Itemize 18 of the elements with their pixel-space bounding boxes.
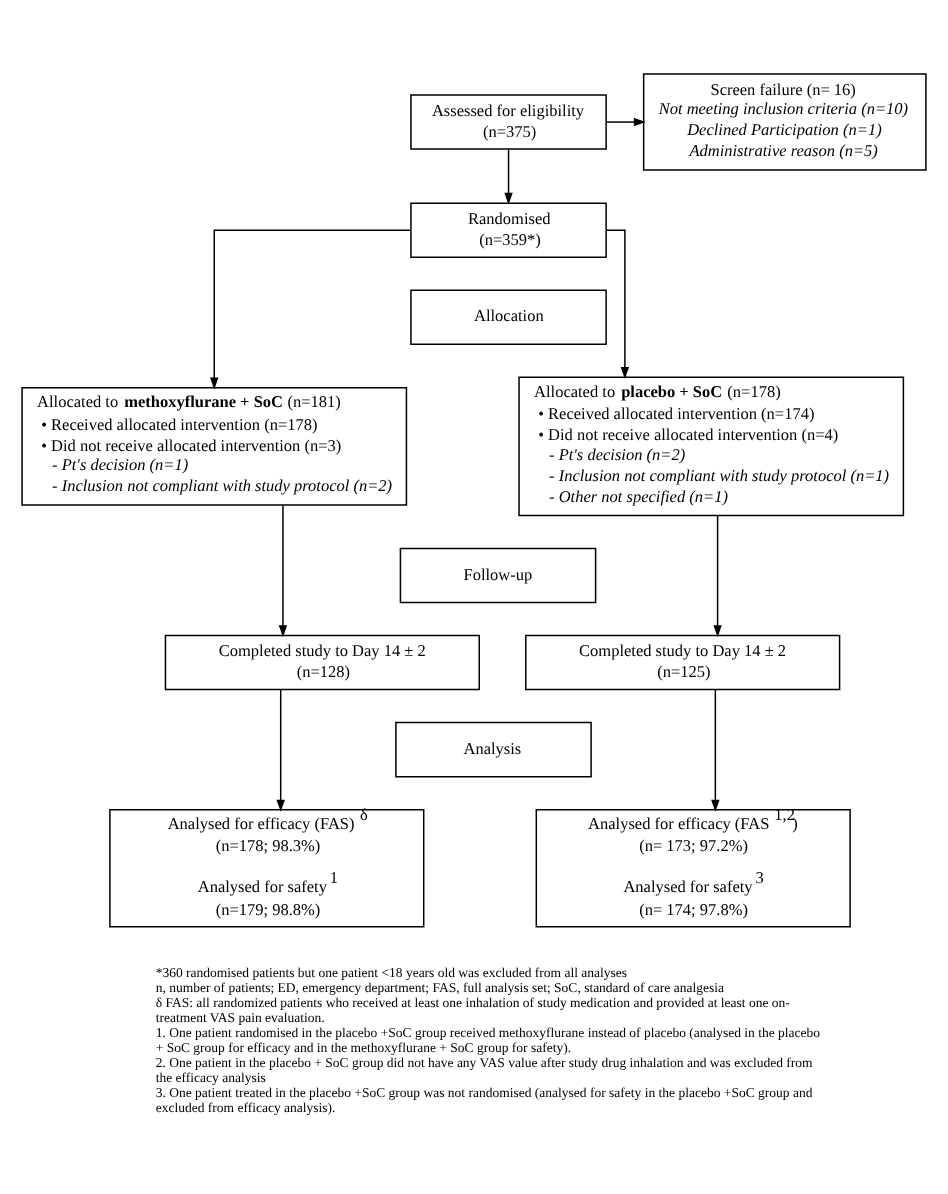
arrow [276, 688, 285, 811]
node-box: Analysis [395, 720, 592, 777]
node-box: Allocated to placebo + SoC (n=178) • Received allocated intervention (n=174) • Did not receive allocated intervention (n=4) - Pt's decision (n=2) - Inclusion not compliant with study protocol (n=1) - Other not specified (n=1) [518, 375, 905, 516]
arrow [605, 228, 630, 378]
arrow [504, 147, 513, 204]
node-box: Randomised (n=359*) [410, 201, 607, 257]
arrow [711, 688, 720, 811]
arrow [278, 503, 288, 637]
node-box: Allocation [410, 288, 607, 344]
node-box: Completed study to Day 14 ± 2 (n=128) [164, 633, 480, 690]
arrow [605, 116, 646, 126]
arrow [713, 514, 722, 637]
node-box: Follow-up [399, 546, 597, 603]
arrow [210, 228, 412, 389]
node-box: Completed study to Day 14 ± 2 (n=125) [525, 633, 841, 690]
node-box: Screen failure (n= 16) Not meeting inclusion criteria (n=10) Declined Participation (n=1) Administrative reason (n=5) [642, 72, 927, 170]
node-box: Assessed for eligibility (n=375) [410, 93, 607, 149]
node-box: Allocated to methoxyflurane + SoC (n=181) • Received allocated intervention (n=178) • Did not receive allocated intervention (n=3) - Pt's decision (n=1) - Inclusion not compliant with study protocol (n=2) [21, 386, 408, 505]
